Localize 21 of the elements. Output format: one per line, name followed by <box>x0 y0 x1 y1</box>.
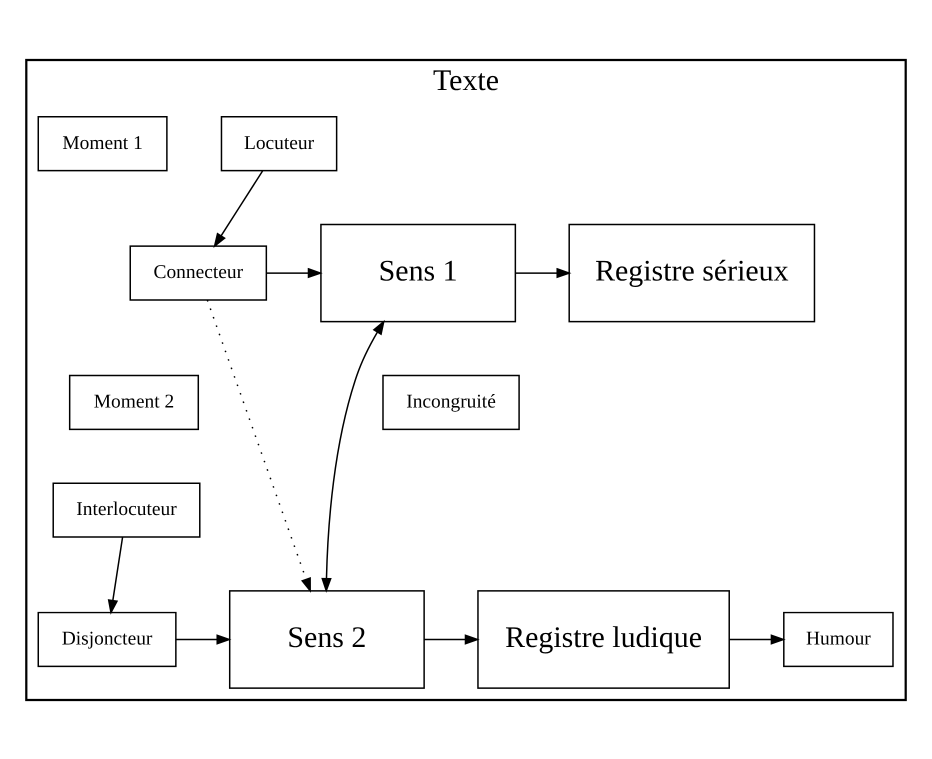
arrow <box>424 634 480 644</box>
node-box: Disjoncteur <box>38 611 177 667</box>
node-box: Sens 1 <box>320 223 516 322</box>
node-box: Connecteur <box>130 244 268 300</box>
arrow <box>266 267 323 278</box>
node-box: Humour <box>783 611 894 667</box>
arrow <box>206 299 311 592</box>
arrow <box>213 170 264 248</box>
arrow <box>108 536 124 614</box>
node-box: Registre ludique <box>477 590 730 688</box>
arrow <box>729 634 786 644</box>
node-box: Moment 2 <box>68 374 200 430</box>
node-box: Moment 1 <box>38 116 168 171</box>
node-box: Locuteur <box>220 116 338 171</box>
arrow <box>321 319 385 592</box>
node-box: Interlocuteur <box>52 482 201 538</box>
node-box: Registre sérieux <box>568 223 816 322</box>
arrow <box>176 634 232 644</box>
node-box: Sens 2 <box>228 590 425 688</box>
arrow <box>515 267 572 278</box>
node-box: Incongruité <box>382 374 520 430</box>
